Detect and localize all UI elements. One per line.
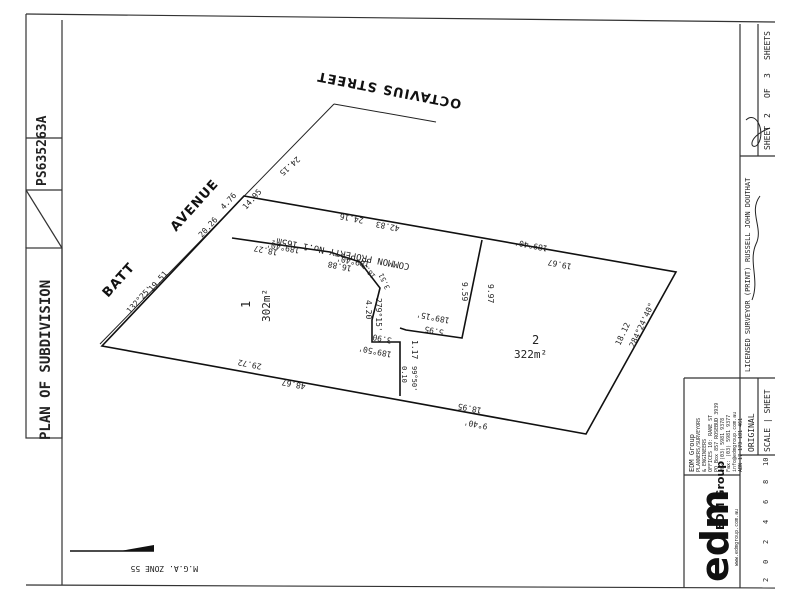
logo-web: www.edmgroup.com.au bbox=[734, 509, 740, 566]
plan-title: PLAN OF SUBDIVISION bbox=[38, 280, 54, 440]
dim-label: 0.10 bbox=[400, 366, 408, 383]
arrow-icon bbox=[120, 545, 154, 551]
sheet-label: SHEET bbox=[763, 126, 772, 150]
company-line: ABN 17 173 181 461 bbox=[738, 418, 744, 472]
original-label: ORIGINAL bbox=[747, 413, 756, 452]
dim-label: 5.95 bbox=[424, 324, 445, 337]
total-sheets: 3 bbox=[763, 73, 772, 78]
scale-tick: 8 bbox=[762, 480, 770, 484]
dim-label: 3.90 bbox=[372, 332, 393, 345]
mga-zone-label: M.G.A. ZONE 55 bbox=[130, 564, 198, 573]
surveyor-label: LICENSED SURVEYOR (PRINT) bbox=[744, 267, 752, 372]
dim-label: 189°40' bbox=[514, 238, 549, 253]
company-line: info@edmgroup.com.au bbox=[732, 412, 738, 472]
dim-label: 29.72 bbox=[237, 357, 263, 370]
scale-sheet-label: SCALE | SHEET bbox=[763, 389, 772, 452]
dim-label: 189°50' bbox=[358, 344, 393, 359]
lot1-number: 1 bbox=[239, 301, 253, 308]
logo-mark: edm bbox=[693, 489, 737, 582]
dim-label: 9.97 bbox=[486, 284, 495, 303]
lot-boundaries bbox=[100, 195, 678, 435]
sheets-label: SHEETS bbox=[763, 31, 772, 60]
dim-label: 18.95 bbox=[457, 401, 483, 414]
dim-label: 279°15' bbox=[374, 298, 383, 332]
dim-label: 19.67 bbox=[547, 257, 573, 270]
dim-label: 48.67 bbox=[281, 377, 307, 390]
north-arrow: M.G.A. ZONE 55 bbox=[70, 545, 198, 573]
company-line: Ph: (03) 5981 9378 bbox=[720, 418, 726, 472]
lot1-area: 302m² bbox=[260, 289, 273, 322]
dim-label: 4.76 bbox=[219, 191, 239, 211]
surveyor-name: RUSSELL JOHN DOUTHAT bbox=[744, 177, 752, 262]
scale-tick: 2 bbox=[762, 540, 770, 544]
dim-label: 99°50' bbox=[410, 366, 418, 391]
lot2-area: 322m² bbox=[514, 348, 547, 361]
dim-label: 4.20 bbox=[364, 300, 373, 319]
original-scale-block: ORIGINAL bbox=[747, 413, 756, 452]
batt-label: BATT bbox=[100, 260, 139, 301]
company-line: Fax: (03) 5981 9377 bbox=[726, 415, 732, 472]
sheet-no: 2 bbox=[763, 113, 772, 118]
dim-label: 1.17 bbox=[410, 340, 419, 359]
dim-label: 24.16 bbox=[339, 211, 365, 224]
scale-tick: 0 bbox=[762, 560, 770, 564]
scale-tick: 10 bbox=[762, 458, 770, 466]
company-name: EDM Group bbox=[688, 434, 696, 472]
dim-label: 9.59 bbox=[460, 282, 469, 301]
scale-tick: 6 bbox=[762, 500, 770, 504]
scale-ticks: 2 0 2 4 6 8 10 bbox=[762, 458, 770, 582]
of-label: OF bbox=[763, 88, 772, 98]
company-address: EDM Group PLANNERS/SURVEYORS & ENGINEERS… bbox=[688, 403, 744, 472]
logo-subtitle: EDM Group bbox=[714, 461, 727, 530]
surveyor-block: LICENSED SURVEYOR (PRINT) RUSSELL JOHN D… bbox=[744, 177, 752, 372]
dim-label: 9°40' bbox=[463, 417, 488, 430]
edm-logo: edm EDM Group www.edmgroup.com.au bbox=[693, 461, 740, 582]
surveyor-signature bbox=[745, 117, 771, 301]
dim-label: 20.26 bbox=[197, 215, 220, 239]
dim-label: 189°15' bbox=[416, 310, 451, 325]
dim-label: 19.51 bbox=[147, 269, 170, 293]
lot2-number: 2 bbox=[532, 333, 539, 347]
company-line: OFFICES 10: RANE ST bbox=[708, 415, 714, 472]
company-line: & ENGINEERS bbox=[702, 439, 708, 472]
scale-tick: 2 bbox=[762, 578, 770, 582]
sheet-number-block: SHEET 2 OF 3 SHEETS bbox=[763, 31, 772, 150]
plan-number: PS635263A bbox=[35, 115, 50, 186]
company-line: PO Box 857 ROSEBUD 3939 bbox=[714, 403, 720, 472]
company-line: PLANNERS/SURVEYORS bbox=[696, 418, 702, 472]
scale-tick: 4 bbox=[762, 520, 770, 524]
